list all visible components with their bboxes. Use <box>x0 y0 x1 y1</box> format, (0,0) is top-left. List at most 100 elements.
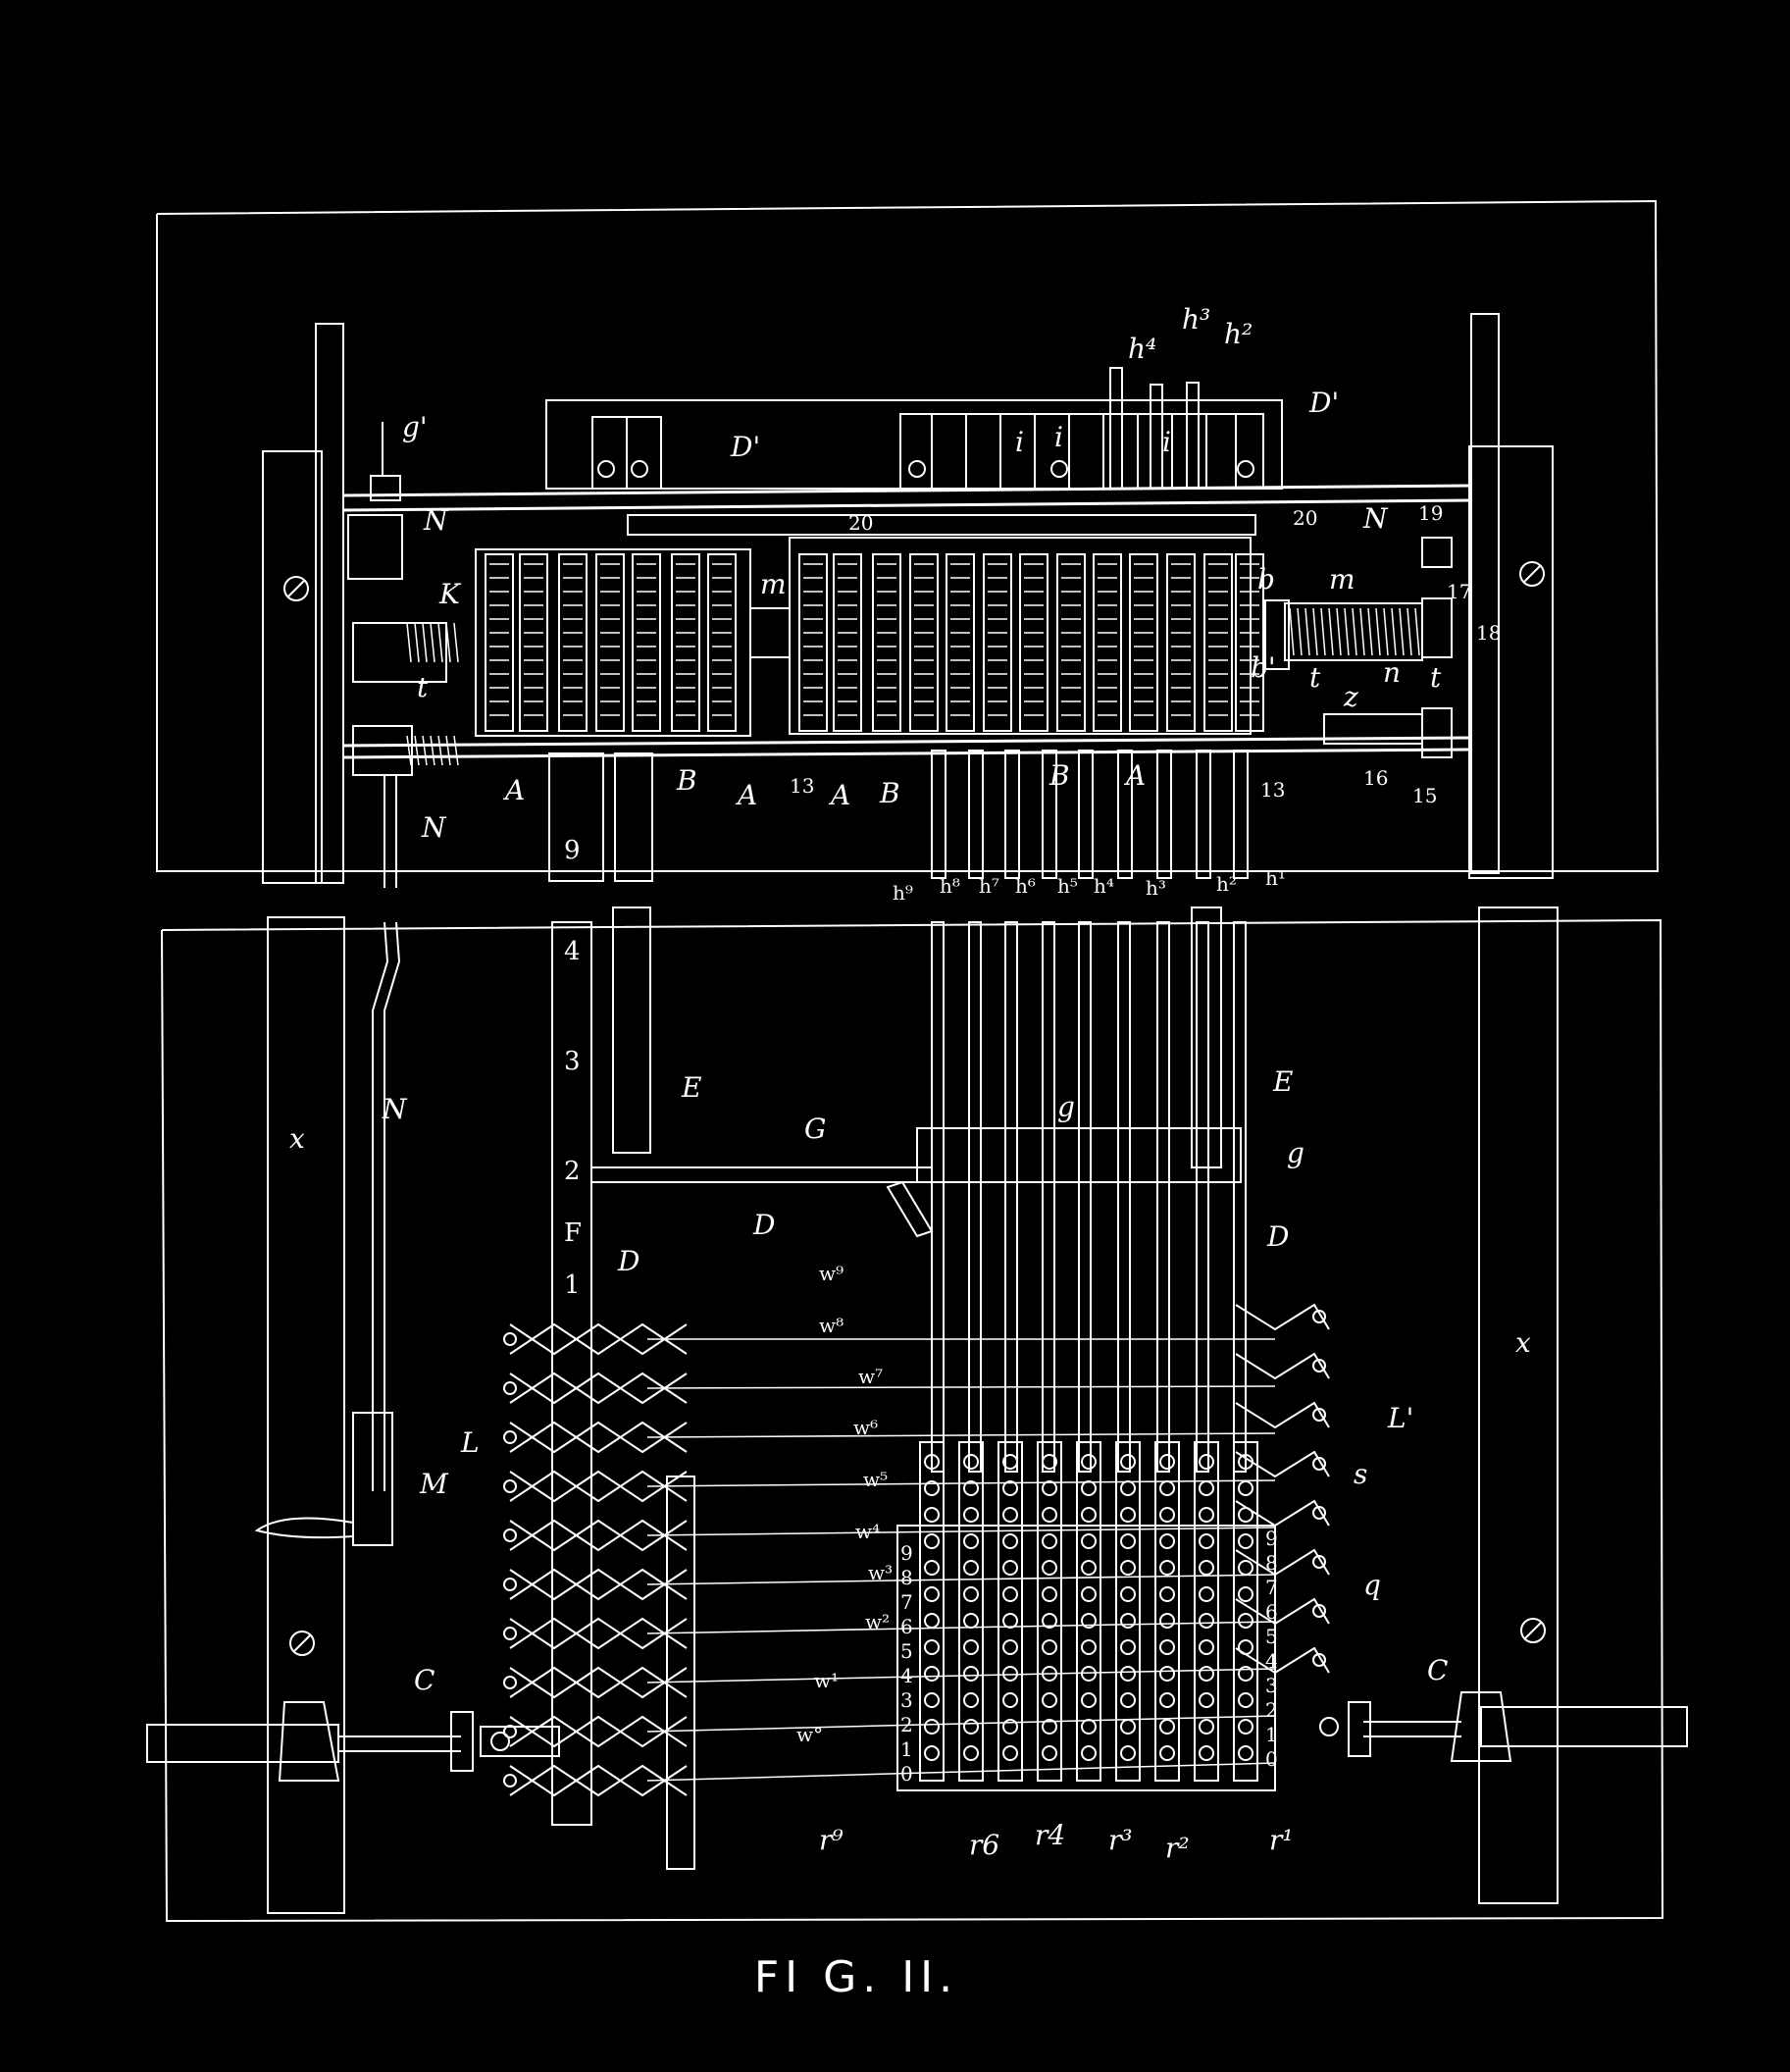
key-pin <box>1042 1533 1057 1549</box>
key-pin <box>1199 1692 1214 1708</box>
label-A2: A <box>735 779 757 811</box>
label-w1: w¹ <box>814 1669 839 1692</box>
spring-coil <box>422 735 428 766</box>
key-pin <box>1120 1454 1136 1470</box>
label-B1: B <box>676 764 697 797</box>
key-pin <box>963 1454 979 1470</box>
key-pin <box>1002 1533 1018 1549</box>
label-A1: A <box>502 774 525 806</box>
key-pin <box>1042 1560 1057 1576</box>
rack-bar <box>968 921 982 1473</box>
tong-pivot <box>503 1332 517 1346</box>
label-2: 2 <box>564 1157 581 1186</box>
key-pin <box>1238 1613 1253 1629</box>
key-pin <box>1042 1639 1057 1655</box>
label-20b: 20 <box>1293 506 1317 530</box>
label-13a: 13 <box>790 774 814 798</box>
label-h4b: h⁴ <box>1094 874 1114 898</box>
rack-bar <box>1233 750 1249 879</box>
counting-wheel <box>485 553 514 732</box>
key-pin <box>963 1666 979 1682</box>
counting-wheel <box>1129 553 1158 732</box>
spring-coil <box>437 735 443 766</box>
spring-coil <box>1304 607 1310 656</box>
key-pin <box>1238 1639 1253 1655</box>
lower-frame <box>146 906 1688 1923</box>
label-A3: A <box>828 779 850 811</box>
rack-bar <box>1004 921 1018 1473</box>
label-b: b <box>1257 563 1275 596</box>
key-pin <box>1081 1613 1097 1629</box>
key-pin <box>1238 1719 1253 1735</box>
scale-digit: 8 <box>1265 1551 1278 1575</box>
spring-coil <box>1297 607 1303 656</box>
counting-wheel <box>519 553 548 732</box>
key-pin <box>963 1586 979 1602</box>
label-t-right: t <box>1430 661 1442 694</box>
scale-digit: 3 <box>900 1688 913 1712</box>
label-D1-right: D' <box>1308 387 1339 419</box>
key-pin <box>1042 1666 1057 1682</box>
label-h1: h¹ <box>1265 866 1286 890</box>
rack-bar <box>1078 921 1092 1473</box>
key-pin <box>963 1639 979 1655</box>
label-w0: w° <box>796 1723 823 1746</box>
key-pin <box>1002 1745 1018 1761</box>
label-g-right: g <box>1287 1137 1304 1169</box>
label-r1: r¹ <box>1269 1824 1294 1856</box>
label-E-right: E <box>1272 1065 1293 1098</box>
counting-wheel <box>1056 553 1086 732</box>
key-pin <box>1002 1560 1018 1576</box>
key-pin <box>1042 1507 1057 1523</box>
scale-digit: 6 <box>900 1615 913 1638</box>
rack-bar <box>1042 750 1057 879</box>
rack-bar <box>931 750 946 879</box>
key-pin <box>963 1507 979 1523</box>
tong-link <box>509 1666 688 1699</box>
key-pin <box>1238 1692 1253 1708</box>
tong-pivot <box>1312 1555 1326 1569</box>
spring-coil <box>1391 607 1397 656</box>
label-s: s <box>1354 1458 1367 1490</box>
key-pin <box>1081 1454 1097 1470</box>
tong-link <box>509 1519 688 1552</box>
spring-coil <box>414 735 420 766</box>
label-h5: h⁵ <box>1057 874 1078 898</box>
key-pin <box>1120 1586 1136 1602</box>
label-h3: h³ <box>1182 303 1210 336</box>
rack-bar <box>1004 750 1020 879</box>
counting-wheel <box>1166 553 1196 732</box>
key-pin <box>1002 1586 1018 1602</box>
tong-link <box>509 1617 688 1650</box>
label-C-right: C <box>1427 1654 1448 1686</box>
scale-digit: 9 <box>1265 1527 1278 1550</box>
label-w4: w⁴ <box>855 1520 880 1543</box>
scale-digit: 1 <box>1265 1723 1278 1746</box>
tong-pivot <box>1312 1653 1326 1667</box>
key-pin <box>1159 1613 1175 1629</box>
key-pin <box>1120 1745 1136 1761</box>
key-pin <box>1238 1586 1253 1602</box>
tong-link <box>509 1421 688 1454</box>
label-E-left: E <box>681 1071 701 1104</box>
tong-pivot <box>1312 1457 1326 1471</box>
tong-link-right <box>1235 1646 1330 1675</box>
wire-w <box>646 1479 1276 1487</box>
key-pin <box>1081 1586 1097 1602</box>
label-h9: h⁹ <box>893 881 913 905</box>
key-pin <box>1199 1719 1214 1735</box>
wire-w <box>646 1527 1276 1536</box>
key-pin <box>1002 1480 1018 1496</box>
label-16: 16 <box>1363 766 1388 790</box>
key-pin <box>924 1454 940 1470</box>
scale-digit: 0 <box>900 1762 913 1786</box>
key-pin <box>1120 1613 1136 1629</box>
scale-digit: 7 <box>1265 1576 1278 1599</box>
key-pin <box>1199 1666 1214 1682</box>
rack-bar <box>1156 750 1172 879</box>
tong-link <box>509 1470 688 1503</box>
key-pin <box>1081 1480 1097 1496</box>
figure-caption: FI G. II. <box>754 1952 958 2002</box>
key-pin <box>924 1507 940 1523</box>
